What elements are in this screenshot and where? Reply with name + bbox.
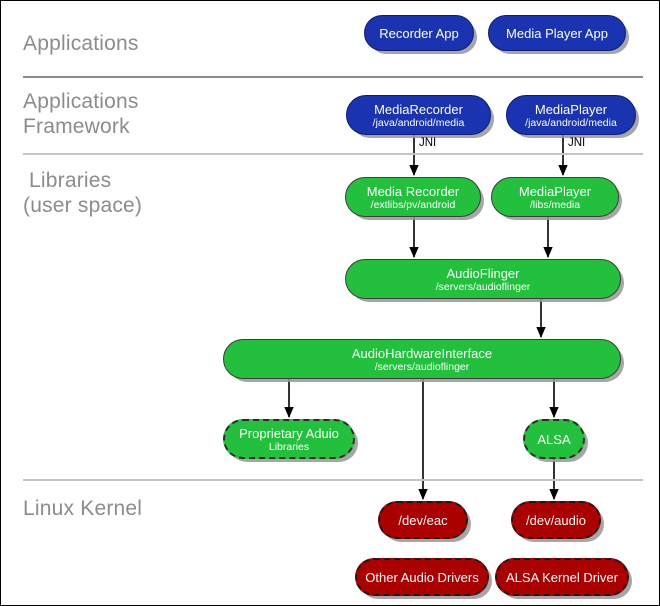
jni-label-player: JNI bbox=[568, 137, 586, 149]
node-title: AudioHardwareInterface bbox=[351, 345, 493, 361]
media-recorder-library-node[interactable]: Media Recorder/extlibs/pv/android bbox=[345, 177, 481, 217]
media-player-app-node[interactable]: Media Player App bbox=[488, 15, 626, 51]
node-subtitle: /libs/media bbox=[529, 198, 581, 211]
layer-label-libraries: Libraries (user space) bbox=[23, 169, 143, 217]
node-title: AudioFlinger bbox=[446, 265, 520, 281]
alsa-kernel-driver-node[interactable]: ALSA Kernel Driver bbox=[495, 558, 629, 596]
node-title: MediaPlayer bbox=[534, 101, 608, 117]
audioflinger-node[interactable]: AudioFlinger/servers/audioflinger bbox=[345, 259, 621, 299]
node-subtitle: /java/android/media bbox=[372, 116, 465, 129]
node-title: ALSA bbox=[537, 431, 571, 447]
divider-framework bbox=[23, 153, 643, 155]
node-subtitle: /servers/audioflinger bbox=[374, 360, 470, 373]
node-subtitle: /java/android/media bbox=[525, 116, 617, 129]
node-title: Media Recorder bbox=[366, 183, 460, 199]
node-subtitle: /servers/audioflinger bbox=[435, 280, 531, 293]
node-title: Proprietary Aduio bbox=[239, 425, 339, 441]
node-title: MediaPlayer bbox=[518, 183, 592, 199]
recorder-app-node[interactable]: Recorder App bbox=[364, 15, 474, 51]
node-title: ALSA Kernel Driver bbox=[506, 569, 618, 585]
layer-label-applications-framework: Applications Framework bbox=[23, 90, 139, 138]
dev-audio-node[interactable]: /dev/audio bbox=[511, 501, 601, 539]
node-subtitle: /extlibs/pv/android bbox=[370, 198, 456, 211]
alsa-node[interactable]: ALSA bbox=[523, 419, 585, 459]
node-title: MediaRecorder bbox=[374, 101, 463, 117]
node-subtitle: Libraries bbox=[268, 440, 310, 453]
audiohardwareinterface-node[interactable]: AudioHardwareInterface/servers/audioflin… bbox=[223, 339, 621, 379]
divider-applications bbox=[23, 76, 643, 78]
mediarecorder-framework-node[interactable]: MediaRecorder/java/android/media bbox=[346, 95, 491, 135]
node-title: /dev/audio bbox=[526, 512, 586, 528]
node-title: Recorder App bbox=[379, 25, 459, 41]
divider-kernel bbox=[23, 479, 643, 481]
mediaplayer-library-node[interactable]: MediaPlayer/libs/media bbox=[491, 177, 619, 217]
other-audio-drivers-node[interactable]: Other Audio Drivers bbox=[355, 558, 489, 596]
jni-label-recorder: JNI bbox=[419, 137, 437, 149]
mediaplayer-framework-node[interactable]: MediaPlayer/java/android/media bbox=[506, 95, 636, 135]
dev-eac-node[interactable]: /dev/eac bbox=[378, 501, 468, 539]
layer-label-applications: Applications bbox=[23, 32, 139, 55]
node-title: /dev/eac bbox=[398, 512, 448, 528]
node-title: Media Player App bbox=[506, 25, 608, 41]
node-title: Other Audio Drivers bbox=[365, 569, 479, 585]
layer-label-linux-kernel: Linux Kernel bbox=[23, 497, 143, 520]
